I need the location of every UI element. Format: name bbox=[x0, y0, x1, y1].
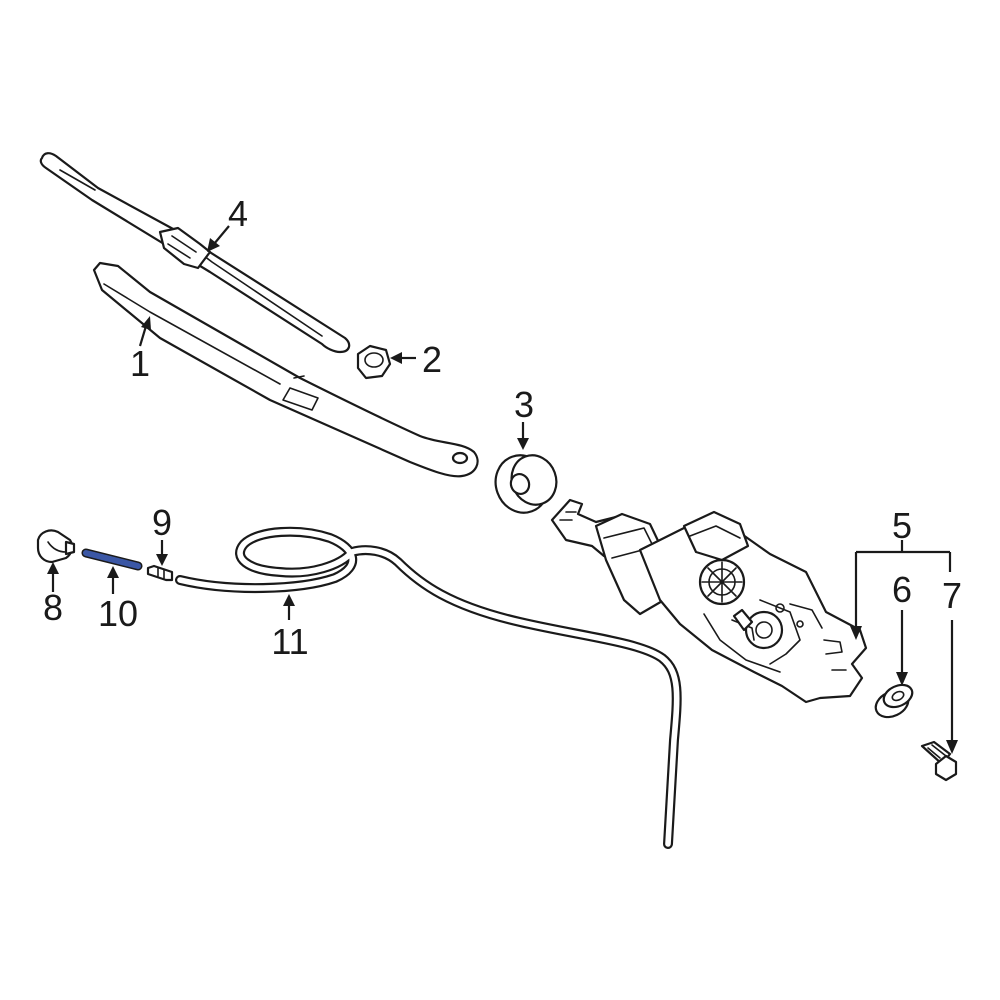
hose-highlight bbox=[83, 550, 141, 569]
hose-connector[interactable] bbox=[146, 564, 174, 582]
wiper-motor[interactable] bbox=[550, 498, 868, 704]
leader-lines bbox=[47, 225, 958, 754]
callout-11[interactable]: 11 bbox=[271, 621, 308, 662]
callout-labels: 1 2 3 4 5 6 7 8 9 10 11 bbox=[43, 193, 962, 662]
washer-hose[interactable] bbox=[175, 526, 682, 849]
wiper-arm[interactable] bbox=[92, 261, 479, 478]
callout-9[interactable]: 9 bbox=[152, 502, 172, 543]
callout-2[interactable]: 2 bbox=[422, 339, 442, 380]
callout-5[interactable]: 5 bbox=[892, 505, 912, 546]
callout-8[interactable]: 8 bbox=[43, 587, 63, 628]
callout-6[interactable]: 6 bbox=[892, 569, 912, 610]
nut[interactable] bbox=[356, 344, 392, 380]
callout-3[interactable]: 3 bbox=[514, 384, 534, 425]
washer-nozzle[interactable] bbox=[36, 529, 76, 564]
grommet[interactable] bbox=[488, 448, 564, 520]
mounting-grommet[interactable] bbox=[872, 681, 916, 722]
screw[interactable] bbox=[920, 740, 958, 782]
callout-4[interactable]: 4 bbox=[228, 193, 248, 234]
callout-7[interactable]: 7 bbox=[942, 575, 962, 616]
washer-hose-segment[interactable] bbox=[81, 548, 143, 571]
callout-1[interactable]: 1 bbox=[130, 343, 150, 384]
callout-10[interactable]: 10 bbox=[98, 593, 138, 634]
wiper-blade[interactable] bbox=[39, 152, 351, 354]
